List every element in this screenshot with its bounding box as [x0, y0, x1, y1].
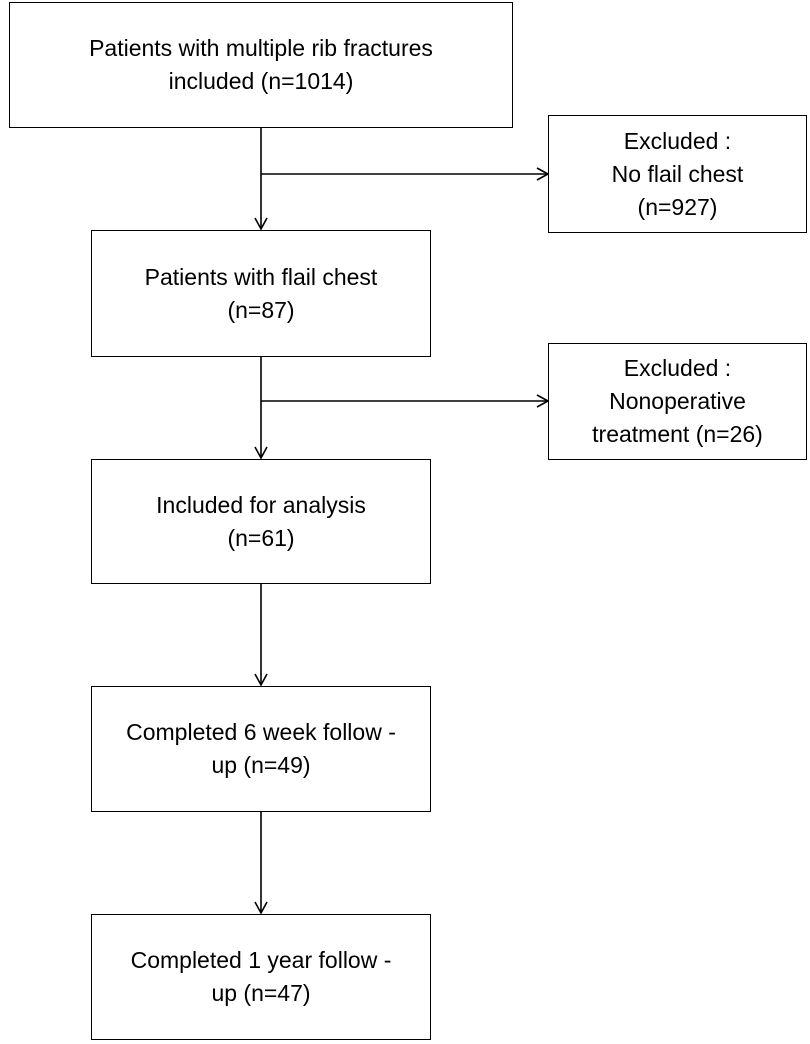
node-excluded-nonoperative-treatment: Excluded : Nonoperative treatment (n=26) — [548, 343, 807, 460]
node-label-line: Nonoperative — [609, 388, 746, 414]
node-label-line: up (n=47) — [211, 980, 311, 1006]
node-patients-flail-chest: Patients with flail chest (n=87) — [91, 230, 431, 357]
node-label-line: Patients with flail chest — [144, 263, 378, 290]
node-label-line: (n=61) — [227, 524, 295, 551]
node-label-line: Excluded : — [623, 127, 732, 154]
node-label-line: up (n=49) — [211, 752, 311, 778]
node-patients-multiple-rib-fractures: Patients with multiple rib fractures inc… — [9, 2, 513, 128]
node-label-line: Included for analysis — [156, 491, 366, 518]
node-completed-6-week-follow-up: Completed 6 week follow - up (n=49) — [91, 686, 431, 812]
node-label-line: No flail chest — [611, 160, 744, 187]
node-label-line: (n=87) — [227, 296, 295, 323]
node-excluded-no-flail-chest: Excluded : No flail chest (n=927) — [548, 115, 807, 233]
node-label-line: Completed 6 week follow - — [126, 719, 396, 745]
node-label-line: Excluded : — [623, 355, 732, 381]
node-label-line: (n=927) — [637, 193, 718, 220]
node-label-line: treatment (n=26) — [592, 421, 763, 447]
node-label-line: Completed 1 year follow - — [130, 947, 392, 973]
node-label-line: included (n=1014) — [168, 68, 354, 94]
node-completed-1-year-follow-up: Completed 1 year follow - up (n=47) — [91, 914, 431, 1040]
node-included-for-analysis: Included for analysis (n=61) — [91, 459, 431, 584]
node-label-line: Patients with multiple rib fractures — [89, 35, 433, 61]
